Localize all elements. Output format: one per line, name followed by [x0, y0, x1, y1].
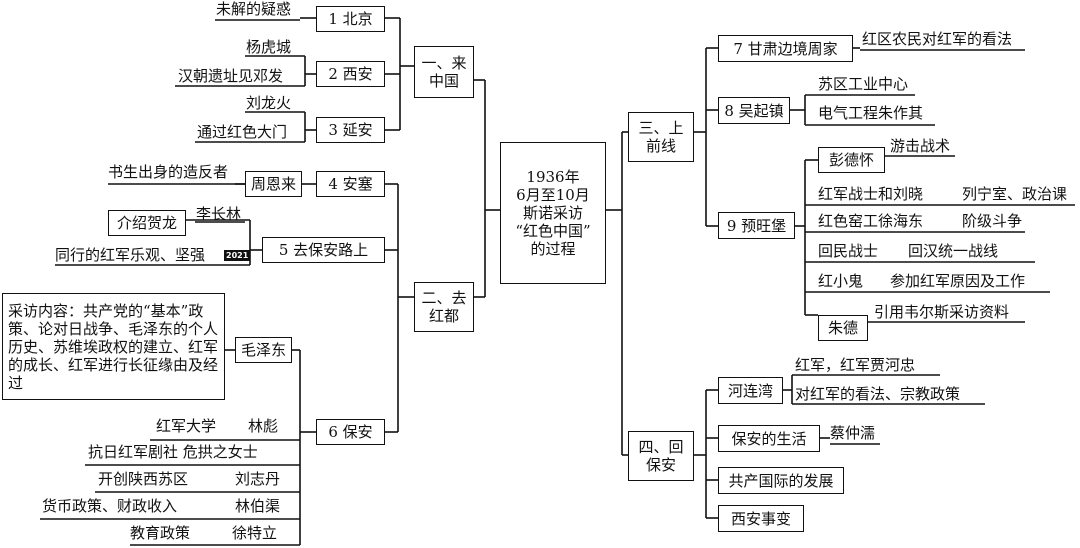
leaf-xutel: 徐特立 [232, 524, 278, 542]
node-yanan: 3 延安 [316, 117, 385, 143]
leaf-hanchao: 汉朝遗址见邓发 [178, 67, 284, 85]
center-line-5: 的过程 [530, 240, 576, 258]
node-wuqi: 8 吴起镇 [718, 97, 790, 124]
leaf-zhude: 朱德 [818, 315, 868, 341]
leaf-pengdehuai: 彭德怀 [818, 147, 885, 173]
node-road-baoan: 5 去保安路上 [262, 237, 385, 263]
leaf-baoan-life: 保安的生活 [718, 425, 820, 452]
leaf-canjia: 参加红军原因及工作 [890, 272, 1026, 290]
leaf-dianqi: 电气工程朱作其 [818, 104, 924, 122]
leaf-suqu: 苏区工业中心 [818, 75, 909, 93]
leaf-gongchan: 共产国际的发展 [718, 467, 844, 494]
leaf-jieshao-helong: 介绍贺龙 [108, 210, 186, 236]
leaf-yinyong: 引用韦尔斯采访资料 [874, 303, 1010, 321]
leaf-duihongjun: 对红军的看法、宗教政策 [795, 385, 961, 403]
branch-return-baoan-line2: 保安 [645, 456, 676, 474]
leaf-kangri: 抗日红军剧社 危拱之女士 [88, 443, 258, 461]
branch-go-capital-line2: 红都 [428, 307, 459, 325]
node-xian: 2 西安 [316, 61, 385, 87]
leaf-jiaoyu: 教育政策 [130, 524, 191, 542]
leaf-lichanglin: 李长林 [196, 205, 242, 223]
leaf-tongxing: 同行的红军乐观、坚强 [55, 246, 206, 264]
node-baoan: 6 保安 [316, 419, 385, 445]
leaf-helianwan: 河连湾 [718, 377, 783, 404]
leaf-hongjun2: 红军，红军贾河忠 [795, 356, 916, 374]
node-ansai: 4 安塞 [316, 171, 385, 197]
leaf-liening: 列宁室、政治课 [962, 185, 1068, 203]
branch-come-china-line1: 一、来 [421, 54, 467, 72]
leaf-hongxiaogui: 红小鬼 [818, 272, 864, 290]
leaf-huihan: 回汉统一战线 [908, 242, 999, 260]
leaf-caifang-content: 采访内容：共产党的“基本”政策、论对日战争、毛泽东的个人历史、苏维埃政权的建立、… [2, 293, 225, 400]
branch-come-china: 一、来 中国 [414, 46, 474, 98]
branch-come-china-line2: 中国 [428, 72, 459, 90]
leaf-hongjundaxue: 红军大学 [156, 417, 217, 435]
leaf-huobi: 货币政策、财政收入 [42, 497, 178, 515]
leaf-linbiao: 林彪 [248, 417, 279, 435]
leaf-shusheng: 书生出身的造反者 [108, 163, 229, 181]
branch-return-baoan: 四、回 保安 [628, 431, 694, 481]
center-line-1: 1936年 [526, 168, 580, 186]
leaf-liuzhidan: 刘志丹 [235, 470, 281, 488]
leaf-hongjunzhanshi: 红军战士和刘晓 [818, 185, 924, 203]
node-beijing: 1 北京 [316, 6, 385, 32]
leaf-caizhonghan: 蔡仲濡 [830, 424, 876, 442]
leaf-yanghucheng: 杨虎城 [246, 38, 292, 56]
leaf-hongseyao: 红色窑工徐海东 [818, 212, 924, 230]
leaf-hongqu: 红区农民对红军的看法 [862, 30, 1013, 48]
branch-go-capital: 二、去 红都 [414, 282, 474, 332]
center-line-4: “红色中国” [515, 222, 591, 240]
node-gansu-zhoujia: 7 甘肃边境周家 [718, 35, 853, 62]
leaf-huimin: 回民战士 [818, 242, 879, 260]
branch-go-capital-line1: 二、去 [421, 289, 467, 307]
leaf-zhouenlai: 周恩来 [245, 171, 302, 197]
center-line-3: 斯诺采访 [522, 204, 583, 222]
center-line-2: 6月至10月 [516, 186, 590, 204]
leaf-xian-incident: 西安事变 [718, 505, 804, 532]
year-badge: 2021 [224, 250, 251, 261]
leaf-liulonghuo: 刘龙火 [246, 94, 292, 112]
leaf-maozedong: 毛泽东 [235, 337, 292, 363]
leaf-kaichuang: 开创陕西苏区 [98, 470, 189, 488]
leaf-weijie: 未解的疑惑 [216, 0, 292, 18]
leaf-tongguo: 通过红色大门 [197, 123, 288, 141]
leaf-linboqu: 林伯渠 [235, 497, 281, 515]
branch-return-baoan-line1: 四、回 [638, 438, 684, 456]
leaf-youji: 游击战术 [890, 137, 951, 155]
center-node: 1936年 6月至10月 斯诺采访 “红色中国” 的过程 [500, 142, 606, 284]
leaf-jieji: 阶级斗争 [962, 212, 1023, 230]
branch-front-line-line1: 三、上 [638, 119, 684, 137]
branch-front-line-line2: 前线 [645, 137, 676, 155]
branch-front-line: 三、上 前线 [628, 112, 694, 162]
node-yuwangbao: 9 预旺堡 [718, 212, 795, 239]
